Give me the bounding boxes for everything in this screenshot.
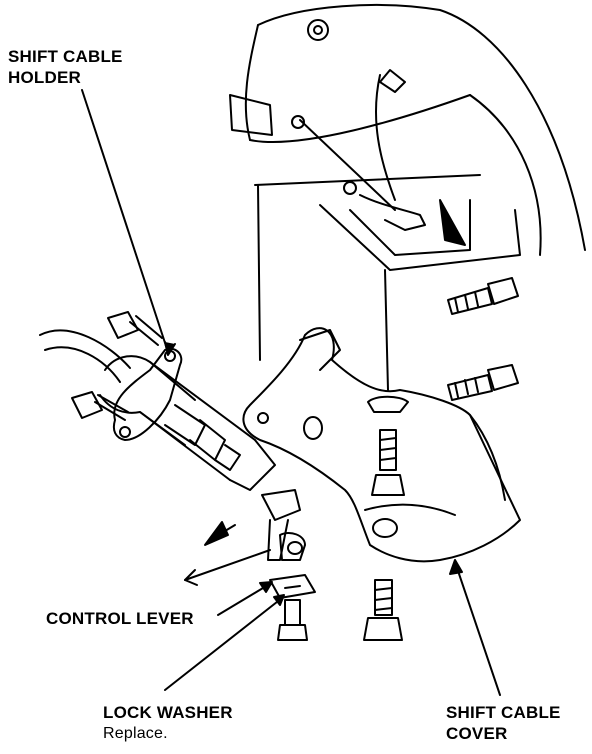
label-shift-cable-cover: SHIFT CABLE COVER	[446, 702, 561, 744]
leader-lines	[81, 89, 501, 696]
shift-cable	[39, 329, 276, 491]
shift-cable-cover	[242, 327, 521, 563]
holder-bolt-upper	[107, 311, 163, 346]
label-control-lever-text: CONTROL LEVER	[46, 609, 194, 628]
loose-bolt-bottom	[363, 579, 403, 641]
label-shift-cable-holder-line2: HOLDER	[8, 68, 81, 87]
lever-bolt	[277, 599, 308, 641]
direction-arrows	[184, 521, 271, 586]
control-lever	[261, 489, 306, 561]
label-shift-cable-holder-line1: SHIFT CABLE	[8, 47, 123, 66]
label-lock-washer-text: LOCK WASHER	[103, 703, 233, 722]
label-control-lever: CONTROL LEVER	[46, 608, 194, 629]
label-lock-washer: LOCK WASHER Replace.	[103, 702, 233, 744]
holder-bolt-lower	[71, 391, 129, 421]
lock-washer	[269, 574, 316, 599]
mounting-bolt-middle	[447, 364, 519, 401]
mounting-bolt-upper	[447, 277, 519, 315]
label-shift-cable-holder: SHIFT CABLE HOLDER	[8, 46, 123, 88]
label-shift-cable-cover-line2: COVER	[446, 724, 508, 743]
label-shift-cable-cover-line1: SHIFT CABLE	[446, 703, 561, 722]
cover-bolt-vertical	[367, 395, 409, 496]
label-lock-washer-note: Replace.	[103, 725, 168, 742]
transmission-housing	[229, 4, 586, 391]
